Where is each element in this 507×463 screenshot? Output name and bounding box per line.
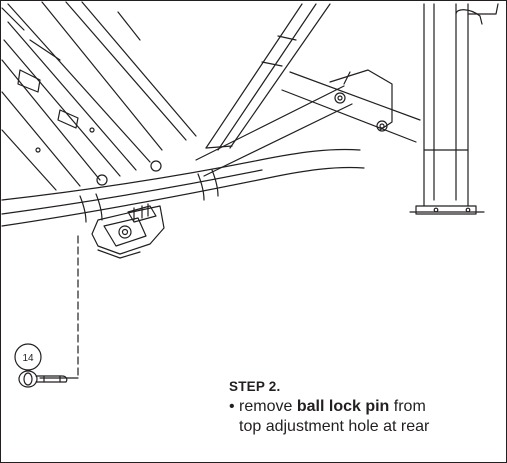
lower-bracket xyxy=(91,160,165,259)
instruction-line-2: top adjustment hole at rear xyxy=(239,418,430,435)
ball-lock-pin-icon xyxy=(18,370,68,388)
left-frame-members xyxy=(1,1,197,191)
upright-post xyxy=(409,3,499,215)
bullet: • xyxy=(229,398,235,415)
instruction-text-prefix: remove xyxy=(234,398,297,415)
instruction-line-1: • remove ball lock pin from xyxy=(229,397,505,417)
part-callout: 14 xyxy=(14,343,42,375)
part-number-label: 14 xyxy=(22,353,34,364)
step-title: STEP 2. xyxy=(229,379,281,394)
center-brace xyxy=(205,3,331,151)
step-instructions: STEP 2. • remove ball lock pin from top … xyxy=(229,378,505,437)
instruction-text-suffix: from xyxy=(389,398,426,415)
curved-main-tube xyxy=(1,148,365,227)
right-diagonal-tube xyxy=(195,69,421,177)
part-name: ball lock pin xyxy=(296,398,390,415)
